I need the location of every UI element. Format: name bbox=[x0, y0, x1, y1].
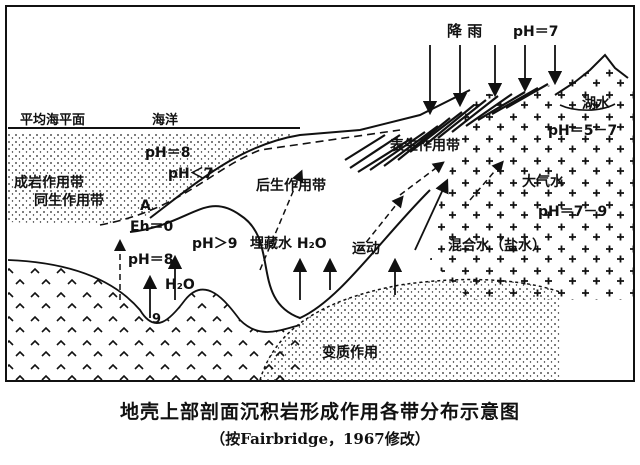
label-rain-ph: pH＝7 bbox=[513, 24, 558, 40]
label-epigenesis-zone: 后生作用带 bbox=[256, 177, 326, 194]
label-metamorphism: 变质作用 bbox=[322, 344, 378, 361]
label-buried-water: 埋藏水 H₂O bbox=[250, 235, 327, 252]
solid-arrows bbox=[142, 178, 449, 318]
slope-layer-lower bbox=[99, 129, 401, 226]
epigenesis-boundary bbox=[129, 189, 431, 320]
label-sea-level: 平均海平面 bbox=[20, 112, 85, 128]
label-surface-zone: 表生作用带 bbox=[389, 137, 460, 154]
slope-layer-upper bbox=[149, 89, 471, 219]
figure-caption-title: 地壳上部剖面沉积岩形成作用各带分布示意图 bbox=[119, 401, 520, 423]
label-ocean: 海洋 bbox=[152, 112, 178, 128]
label-nine: 9 bbox=[152, 312, 161, 327]
label-lake-water: 湖水 bbox=[582, 95, 611, 112]
flow-arrows bbox=[114, 160, 504, 300]
label-mixed-water: 混合水（盐水） bbox=[448, 237, 546, 254]
rain-arrows bbox=[422, 45, 563, 116]
label-ph-lt7: pH＜7 bbox=[168, 166, 213, 182]
metamorphic-boundary bbox=[259, 278, 561, 381]
crystalline-basement bbox=[430, 68, 633, 300]
label-ph-7-9: pH＝7－9 bbox=[538, 204, 607, 220]
label-eh: Eh＝0 bbox=[130, 219, 174, 235]
basement-contact bbox=[7, 259, 301, 333]
surface-zone-hatching bbox=[344, 83, 549, 173]
label-movement: 运动 bbox=[352, 240, 380, 257]
figure-caption-source: （按Fairbridge，1967修改） bbox=[210, 430, 430, 448]
label-basin-ph: pH＝8 bbox=[128, 252, 173, 268]
label-point-a: A bbox=[140, 198, 151, 214]
label-lake-ph: pH＝5－7 bbox=[548, 123, 617, 139]
mountain bbox=[554, 53, 629, 96]
label-ph-gt9: pH＞9 bbox=[192, 236, 237, 252]
label-h2o: H₂O bbox=[165, 277, 195, 293]
lake-basin bbox=[559, 103, 616, 111]
label-rain: 降 雨 bbox=[447, 22, 482, 40]
label-meteoric-water: 大气水 bbox=[522, 173, 565, 190]
label-ocean-ph: pH＝8 bbox=[145, 145, 190, 161]
label-diagenesis-zone: 成岩作用带 bbox=[14, 174, 84, 191]
sediment-wedge bbox=[8, 132, 300, 225]
basement-rock bbox=[8, 260, 300, 381]
metamorphic-zone bbox=[260, 279, 560, 381]
label-syngenesis-zone: 同生作用带 bbox=[34, 192, 104, 209]
